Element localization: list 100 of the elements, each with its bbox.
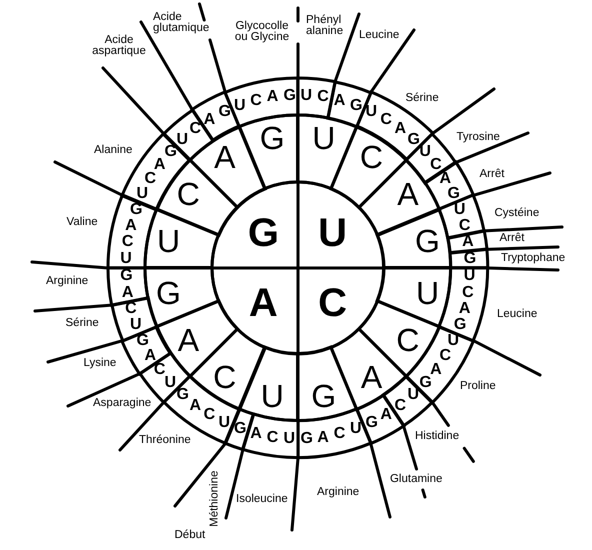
sector-label: Proline xyxy=(460,380,496,392)
sector-label: Arginine xyxy=(317,486,360,498)
base-letter: C xyxy=(394,400,406,412)
base-letter: C xyxy=(176,182,200,208)
sector-label: Cystéine xyxy=(494,208,540,220)
sector-label: Sérine xyxy=(405,92,439,104)
base-letter: U xyxy=(350,423,362,436)
base-letter: A xyxy=(204,114,216,127)
base-letter: C xyxy=(250,94,262,108)
sector-label: Glycocolle ou Glycine xyxy=(234,20,290,44)
base-letter: G xyxy=(164,146,177,159)
base-letter: U xyxy=(136,188,148,201)
base-letter: G xyxy=(284,90,296,102)
base-letter: U xyxy=(164,377,176,390)
base-letter: A xyxy=(440,173,452,186)
base-letter: G xyxy=(311,384,336,410)
base-letter: C xyxy=(380,114,392,127)
sector-label: Sérine xyxy=(66,318,99,330)
base-letter: G xyxy=(136,335,149,348)
sector-label: Tryptophane xyxy=(500,252,566,264)
base-letter: C xyxy=(462,286,474,300)
base-letter: A xyxy=(214,145,236,171)
base-letter: C xyxy=(266,432,278,444)
base-letter: C xyxy=(318,286,348,319)
sector-label: Arginine xyxy=(46,276,88,288)
sector-label: Méthionine xyxy=(208,471,220,528)
sector-label: Arrêt xyxy=(499,232,524,244)
base-letter: U xyxy=(130,319,142,332)
sector-label: Lysine xyxy=(84,358,116,370)
base-letter: U xyxy=(408,388,420,402)
base-letter: U xyxy=(300,90,312,102)
base-letter: U xyxy=(260,384,284,410)
base-letter: U xyxy=(157,229,180,255)
base-letter: G xyxy=(130,204,142,216)
base-letter: U xyxy=(312,126,336,152)
base-letter: A xyxy=(154,159,166,172)
base-letter: C xyxy=(430,159,442,172)
base-letter: C xyxy=(458,220,470,232)
base-letter: U xyxy=(419,146,431,159)
sector-label: Glutamine xyxy=(390,474,442,486)
base-letter: C xyxy=(360,145,383,171)
sector-label: Leucine xyxy=(496,309,538,320)
base-letter: G xyxy=(408,134,420,147)
sector-label: Thréonine xyxy=(139,434,191,446)
base-letter: C xyxy=(396,328,420,354)
base-letter: G xyxy=(234,423,246,436)
base-letter: G xyxy=(454,319,466,332)
base-letter: C xyxy=(334,428,346,442)
base-letter: A xyxy=(190,400,202,412)
sector-label: Leucine xyxy=(358,30,400,42)
base-letter: C xyxy=(440,350,452,363)
base-letter: G xyxy=(366,416,378,430)
base-letter: U xyxy=(416,280,440,306)
base-letter: G xyxy=(419,377,432,390)
base-letter: A xyxy=(397,182,419,208)
base-letter: A xyxy=(360,364,382,390)
sector-label: Acide aspartique xyxy=(92,34,146,58)
base-letter: G xyxy=(350,100,362,112)
sector-label: Alanine xyxy=(94,144,132,156)
base-letter: A xyxy=(122,286,134,300)
base-letter: U xyxy=(454,204,466,216)
base-letter: C xyxy=(213,364,236,390)
sector-label: Isoleucine xyxy=(236,494,288,506)
sector-label: Début xyxy=(174,530,206,542)
base-letter: U xyxy=(464,270,476,283)
base-letter: A xyxy=(178,328,200,354)
base-letter: G xyxy=(248,217,279,250)
base-letter: G xyxy=(176,388,189,402)
base-letter: C xyxy=(154,364,166,377)
sector-label: Asparagine xyxy=(93,398,152,410)
base-letter: A xyxy=(266,91,278,104)
base-letter: A xyxy=(462,236,474,250)
base-letter: G xyxy=(447,188,460,201)
base-letter: G xyxy=(120,270,133,283)
base-letter: A xyxy=(250,428,262,442)
base-letter: U xyxy=(120,253,132,266)
base-letter: A xyxy=(317,432,329,444)
sector-label: Valine xyxy=(66,216,98,228)
base-letter: G xyxy=(464,253,476,266)
base-letter: G xyxy=(156,280,181,306)
base-letter: C xyxy=(122,236,134,250)
base-letter: G xyxy=(300,433,313,446)
base-letter: G xyxy=(260,126,285,152)
base-letter: A xyxy=(334,94,346,108)
base-letter: A xyxy=(430,364,442,377)
sector-label: Phényl alanine xyxy=(306,14,344,38)
base-letter: C xyxy=(190,123,202,136)
base-letter: C xyxy=(204,409,216,422)
sector-label: Tyrosine xyxy=(456,132,500,144)
base-letter: U xyxy=(234,100,246,112)
base-letter: U xyxy=(366,106,378,119)
base-letter: U xyxy=(284,433,296,446)
base-letter: U xyxy=(176,134,188,147)
base-letter: A xyxy=(144,350,156,363)
base-letter: C xyxy=(144,173,156,186)
sector-label: Histidine xyxy=(414,430,460,442)
base-letter: U xyxy=(218,416,230,430)
sector-label: Acide glutamique xyxy=(153,12,210,34)
sector-label: Arrêt xyxy=(479,168,504,180)
base-letter: A xyxy=(394,123,406,136)
